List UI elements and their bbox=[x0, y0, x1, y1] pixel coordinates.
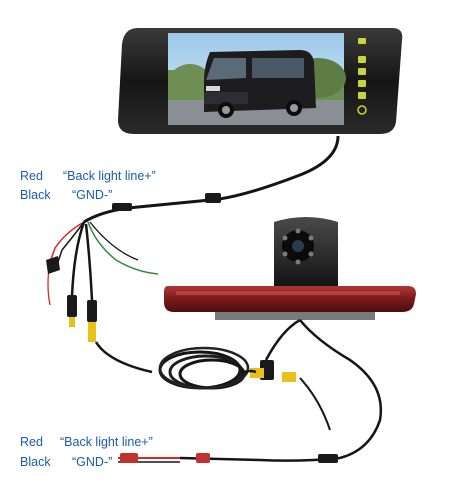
brake-light-camera bbox=[164, 217, 416, 320]
upper-gnd-label: “GND-” bbox=[72, 188, 113, 202]
lower-back-light-label: “Back light line+” bbox=[60, 435, 153, 449]
upper-black-label: Black bbox=[20, 188, 51, 202]
monitor-buttons bbox=[357, 38, 367, 115]
monitor-cable bbox=[127, 135, 340, 210]
lower-gnd-label: “GND-” bbox=[72, 455, 113, 469]
mirror-monitor bbox=[118, 28, 403, 134]
lower-black-label: Black bbox=[20, 455, 51, 469]
van-image bbox=[204, 50, 316, 118]
upper-red-label: Red bbox=[20, 169, 43, 183]
monitor-harness bbox=[46, 203, 159, 342]
extension-cable bbox=[94, 318, 383, 463]
upper-back-light-label: “Back light line+” bbox=[63, 169, 156, 183]
lower-red-label: Red bbox=[20, 435, 43, 449]
